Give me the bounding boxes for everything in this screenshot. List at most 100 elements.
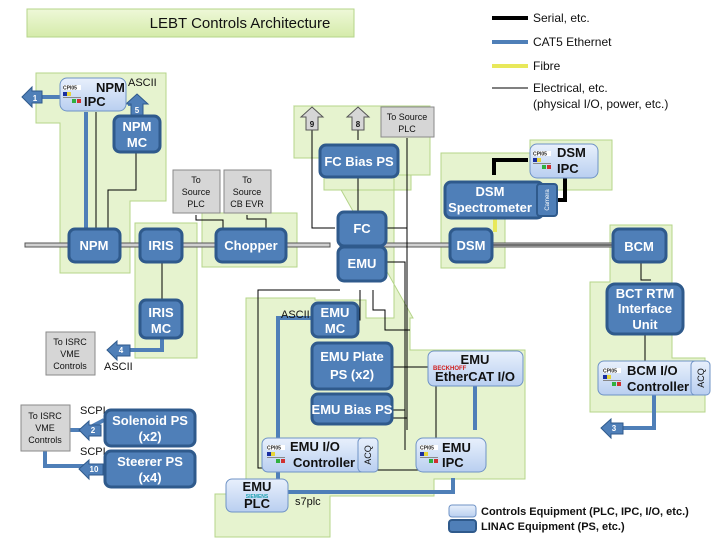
emu-device[interactable]: EMU xyxy=(336,245,388,283)
legend-label-electrical-sub: (physical I/O, power, etc.) xyxy=(533,97,668,111)
fc-device[interactable]: FC xyxy=(336,210,388,248)
emu-ipc[interactable]: EMU IPC xyxy=(415,437,487,473)
svg-text:EMU: EMU xyxy=(348,256,377,271)
emu-mc[interactable]: EMU MC xyxy=(310,301,360,339)
svg-text:Controller: Controller xyxy=(293,455,355,470)
legend-label-serial: Serial, etc. xyxy=(533,11,590,25)
svg-text:EMU I/O: EMU I/O xyxy=(290,439,340,454)
solenoid-ps[interactable]: Solenoid PS (x2) xyxy=(103,408,197,448)
connector-1[interactable]: 1 xyxy=(21,85,43,109)
page-title: LEBT Controls Architecture xyxy=(150,15,331,32)
protocol-ascii-npm: ASCII xyxy=(128,77,157,89)
legend-swatch-controls xyxy=(448,504,477,518)
bcm-device[interactable]: BCM xyxy=(611,227,668,264)
dsm-ipc[interactable]: DSM IPC xyxy=(529,143,599,179)
svg-text:NPM: NPM xyxy=(96,80,125,95)
steerer-ps[interactable]: Steerer PS (x4) xyxy=(103,449,197,489)
legend-label-cat5: CAT5 Ethernet xyxy=(533,35,612,49)
svg-text:FC Bias PS: FC Bias PS xyxy=(324,154,394,169)
svg-text:PS (x2): PS (x2) xyxy=(330,367,374,382)
svg-text:PLC: PLC xyxy=(398,124,416,134)
svg-text:MC: MC xyxy=(325,321,346,336)
svg-text:NPM: NPM xyxy=(123,119,152,134)
beckhoff-logo: BECKHOFF xyxy=(433,366,467,372)
svg-text:To ISRC: To ISRC xyxy=(28,411,62,421)
dsm-device[interactable]: DSM xyxy=(448,227,494,264)
svg-text:(x4): (x4) xyxy=(138,470,161,485)
svg-text:IPC: IPC xyxy=(442,455,464,470)
svg-text:Chopper: Chopper xyxy=(224,238,277,253)
ext-source-plc-a: To Source PLC xyxy=(172,169,221,214)
chopper-device[interactable]: Chopper xyxy=(214,227,288,264)
acq-label: ACQ xyxy=(696,368,706,388)
svg-text:MC: MC xyxy=(127,135,148,150)
svg-text:PLC: PLC xyxy=(187,199,205,209)
svg-text:To Source: To Source xyxy=(387,112,428,122)
legend-label-fibre: Fibre xyxy=(533,59,561,73)
svg-text:To: To xyxy=(191,175,201,185)
svg-text:IPC: IPC xyxy=(557,161,579,176)
svg-text:EMU: EMU xyxy=(243,479,272,494)
connector-2[interactable]: 2 xyxy=(78,419,102,442)
protocol-ascii-emu: ASCII xyxy=(281,309,310,321)
dsm-spectrometer[interactable]: DSM Spectrometer Camera xyxy=(443,180,558,220)
npm-mc[interactable]: NPM MC xyxy=(112,114,162,154)
svg-text:Controls: Controls xyxy=(28,435,62,445)
protocol-s7plc: s7plc xyxy=(295,496,321,508)
svg-text:Source: Source xyxy=(182,187,211,197)
svg-text:IRIS: IRIS xyxy=(148,305,174,320)
emu-plc[interactable]: EMU SIEMENS PLC xyxy=(225,478,289,513)
svg-text:8: 8 xyxy=(356,120,361,129)
connector-9[interactable]: 9 xyxy=(299,106,325,131)
svg-text:Controls: Controls xyxy=(53,361,87,371)
svg-text:5: 5 xyxy=(135,106,140,115)
svg-text:Spectrometer: Spectrometer xyxy=(448,200,532,215)
legend-label-linac: LINAC Equipment (PS, etc.) xyxy=(481,521,625,533)
svg-text:EtherCAT I/O: EtherCAT I/O xyxy=(435,369,515,384)
emu-bias-ps[interactable]: EMU Bias PS xyxy=(310,392,394,426)
svg-text:EMU: EMU xyxy=(461,352,490,367)
svg-text:EMU Plate: EMU Plate xyxy=(320,349,384,364)
svg-text:MC: MC xyxy=(151,321,172,336)
npm-device[interactable]: NPM xyxy=(67,227,122,264)
connector-3[interactable]: 3 xyxy=(600,417,624,440)
connector-10[interactable]: 10 xyxy=(78,458,104,481)
svg-text:Controller: Controller xyxy=(627,379,689,394)
svg-text:NPM: NPM xyxy=(80,238,109,253)
connector-4[interactable]: 4 xyxy=(106,339,131,362)
emu-ethercat-io[interactable]: EMU BECKHOFF EtherCAT I/O xyxy=(427,350,524,387)
box-legend: Controls Equipment (PLC, IPC, I/O, etc.)… xyxy=(448,504,689,533)
acq-label-emu: ACQ xyxy=(363,445,373,465)
emu-plate-ps[interactable]: EMU Plate PS (x2) xyxy=(310,341,394,391)
fc-bias-ps[interactable]: FC Bias PS xyxy=(318,143,400,179)
svg-text:DSM: DSM xyxy=(557,145,586,160)
siemens-logo: SIEMENS xyxy=(246,494,269,500)
svg-text:CB EVR: CB EVR xyxy=(230,199,264,209)
svg-text:VME: VME xyxy=(35,423,55,433)
svg-text:DSM: DSM xyxy=(457,238,486,253)
svg-text:2: 2 xyxy=(91,426,96,435)
connector-8[interactable]: 8 xyxy=(345,106,371,131)
svg-text:Steerer PS: Steerer PS xyxy=(117,454,183,469)
svg-text:(x2): (x2) xyxy=(138,429,161,444)
bcm-io-controller[interactable]: BCM I/O Controller ACQ xyxy=(597,360,711,396)
npm-ipc[interactable]: NPM IPC xyxy=(59,77,127,112)
svg-text:Interface: Interface xyxy=(618,301,672,316)
svg-text:Solenoid PS: Solenoid PS xyxy=(112,413,188,428)
protocol-scpi-solenoid: SCPI xyxy=(80,405,106,417)
svg-text:EMU Bias PS: EMU Bias PS xyxy=(312,402,393,417)
svg-text:EMU: EMU xyxy=(442,440,471,455)
line-legend: Serial, etc. CAT5 Ethernet Fibre Electri… xyxy=(492,11,668,111)
ext-source-plc-b: To Source PLC xyxy=(380,106,435,138)
legend-swatch-linac xyxy=(448,519,477,533)
iris-mc[interactable]: IRIS MC xyxy=(138,298,184,340)
bct-rtm-interface-unit[interactable]: BCT RTM Interface Unit xyxy=(605,282,685,336)
ext-isrc-vme-b: To ISRC VME Controls xyxy=(20,404,71,452)
legend-label-electrical: Electrical, etc. xyxy=(533,81,608,95)
legend-label-controls: Controls Equipment (PLC, IPC, I/O, etc.) xyxy=(481,506,689,518)
iris-device[interactable]: IRIS xyxy=(138,227,184,264)
emu-io-controller[interactable]: EMU I/O Controller ACQ xyxy=(261,437,379,473)
ext-source-cb-evr: To Source CB EVR xyxy=(223,169,272,214)
svg-text:EMU: EMU xyxy=(321,305,350,320)
